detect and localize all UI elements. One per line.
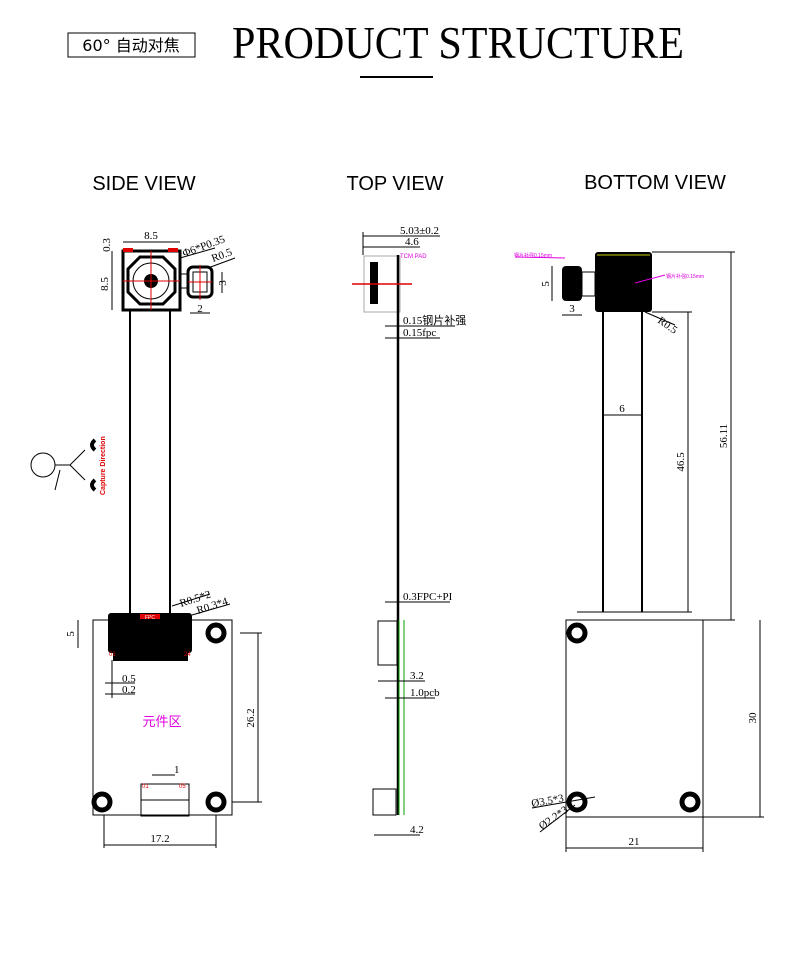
dim-flex-w: 6 [619,403,625,415]
dim-pitch: 0.5 [122,673,136,685]
pcb-board-b [565,619,704,818]
mount-hole [205,622,227,644]
side-view-label: SIDE VIEW [92,173,195,195]
drawing-line [514,256,566,259]
drawing-line [30,452,56,478]
dim-side-h-b: 5 [540,281,552,287]
dim-lens-top: 4.6 [405,236,419,248]
small-pin-end: 05 [179,784,186,790]
dim-side-h: 3 [217,280,229,286]
drawing-line [126,255,177,306]
drawing-line [531,796,596,809]
dim-board-h-b: 30 [747,712,759,724]
drawing-line [207,257,236,269]
component-area-label: 元件区 [142,714,181,729]
drawing-line [562,266,582,301]
dim-width: 8.5 [144,230,158,242]
dim-offset: 0.3 [101,238,113,252]
capture-direction-label: Capture Direction [100,436,107,495]
dim-total-bottom: 4.2 [410,824,424,836]
dim-pcb: 1.0pcb [410,687,440,699]
drawing-line [634,274,666,284]
dim-hole-outer: Ø3.5*3 [530,792,565,810]
mount-hole [91,791,113,813]
badge-text: 60° 自动对焦 [82,36,179,55]
dim-height: 8.5 [99,277,111,291]
top-view-label: TOP VIEW [346,173,443,195]
drawing-line [54,449,86,491]
dim-pin: 0.2 [122,684,136,696]
drawing-line [171,593,211,607]
dim-hole-span: 17.2 [150,833,169,845]
pin-start: 01 [109,652,116,658]
dim-board-w: 21 [629,836,640,848]
drawing-line [191,603,231,616]
capture-direction-icon [30,438,97,492]
bottom-view: 钢片补强0.15mm 钢片补强0.15mm 5 3 R0.5 6 46.5 56… [514,251,764,852]
dim-stiffener: 0.15钢片补强 [403,314,466,327]
fpc-connector [108,613,192,653]
dim-total: 5.03±0.2 [400,225,439,237]
drawing-line [179,247,216,259]
drawing-line [113,653,188,661]
dim-side-w-b: 3 [569,303,575,315]
steel-right-label: 钢片补强0.15mm [666,273,704,280]
drawing-line [140,614,160,619]
dim-board-h: 26.2 [245,708,257,727]
mount-hole [679,791,701,813]
dim-comp: 3.2 [410,670,424,682]
top-view: 5.03±0.2 4.6 TCM PAD 0.15钢片补强 0.15fpc 0.… [352,225,466,836]
dim-flex-len: 46.5 [675,452,687,472]
dim-fpc-pi: 0.3FPC+PI [403,591,453,603]
drawing-line [123,248,133,252]
badge-box [67,32,196,58]
dim-side-w: 2 [197,303,203,315]
dim-radius-b: R0.5 [655,315,680,337]
drawing-line [372,788,397,816]
mount-hole [205,791,227,813]
page-title: PRODUCT STRUCTURE [232,17,684,68]
dim-small-pitch: 1 [174,764,180,776]
side-view: 8.5 0.3 8.5 Φ6*P0.35 R0.5 3 2 Capture Di… [30,230,262,848]
sensor-stiffener [595,252,652,312]
drawing-line [377,620,398,666]
drawing-line [168,248,178,252]
drawing-line [370,262,378,304]
mount-hole [566,622,588,644]
dim-total-b: 56.11 [718,424,730,448]
small-pin-start: 01 [142,784,149,790]
drawing-line [644,311,676,326]
bottom-view-label: BOTTOM VIEW [584,172,726,194]
drawing-line [90,438,97,492]
drawing-line [539,804,576,833]
dim-fpc: 0.15fpc [403,327,436,339]
steel-left-label: 钢片补强0.15mm [514,252,552,259]
connector-label: FPC [145,615,155,621]
pad-label: TCM PAD [400,254,427,260]
drawing-line [581,271,596,297]
pin-end: 24 [184,652,191,658]
dim-conn-h: 5 [65,631,77,637]
